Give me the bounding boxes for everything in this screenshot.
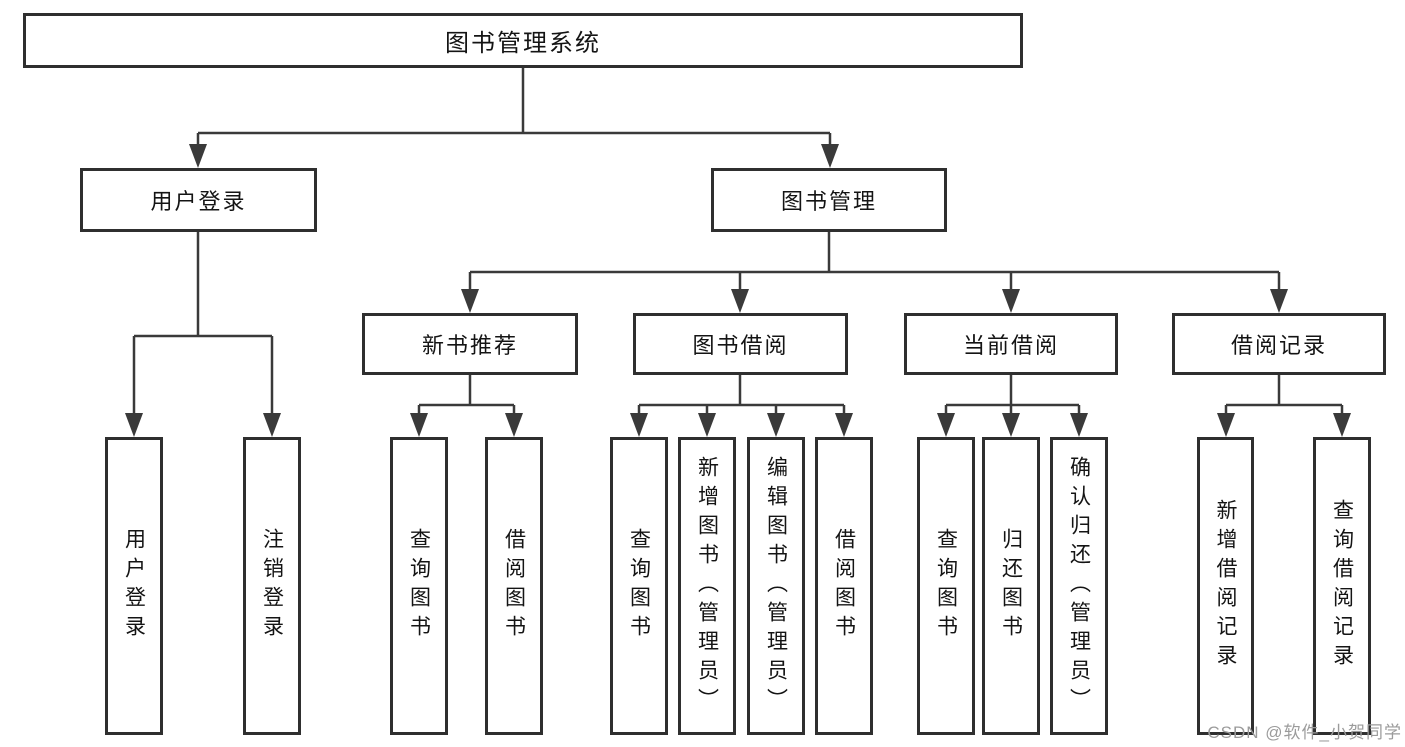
arrowhead-icon bbox=[767, 413, 785, 437]
arrowhead-icon bbox=[937, 413, 955, 437]
connector-new-book-to-leaves bbox=[410, 375, 523, 437]
connector-current-borrow-to-leaves bbox=[937, 375, 1088, 437]
arrowhead-icon bbox=[630, 413, 648, 437]
arrowhead-icon bbox=[1070, 413, 1088, 437]
leaf-edit-books-admin: 编辑图书（管理员） bbox=[747, 437, 805, 735]
leaf-query-books-current: 查询图书 bbox=[917, 437, 975, 735]
arrowhead-icon bbox=[1217, 413, 1235, 437]
connector-user-login-to-leaves bbox=[125, 232, 281, 437]
node-borrowing-records: 借阅记录 bbox=[1172, 313, 1386, 375]
node-current-borrowing: 当前借阅 bbox=[904, 313, 1118, 375]
arrowhead-icon bbox=[1270, 289, 1288, 313]
connector-borrow-records-to-leaves bbox=[1217, 375, 1351, 437]
leaf-query-borrow-record: 查询借阅记录 bbox=[1313, 437, 1371, 735]
leaf-borrow-books-recommend: 借阅图书 bbox=[485, 437, 543, 735]
connector-book-borrow-to-leaves bbox=[630, 375, 853, 437]
arrowhead-icon bbox=[1002, 289, 1020, 313]
arrowhead-icon bbox=[189, 144, 207, 168]
arrowhead-icon bbox=[461, 289, 479, 313]
node-root-library-system: 图书管理系统 bbox=[23, 13, 1023, 68]
arrowhead-icon bbox=[125, 413, 143, 437]
leaf-return-books: 归还图书 bbox=[982, 437, 1040, 735]
connector-book-mgmt-to-level3 bbox=[461, 232, 1288, 313]
watermark: CSDN @软件_小贺同学 bbox=[1207, 723, 1402, 742]
connector-root-to-level2 bbox=[189, 68, 839, 168]
node-user-login: 用户登录 bbox=[80, 168, 317, 232]
leaf-logout: 注销登录 bbox=[243, 437, 301, 735]
arrowhead-icon bbox=[1002, 413, 1020, 437]
arrowhead-icon bbox=[835, 413, 853, 437]
node-book-borrowing: 图书借阅 bbox=[633, 313, 848, 375]
leaf-confirm-return-admin: 确认归还（管理员） bbox=[1050, 437, 1108, 735]
leaf-add-borrow-record: 新增借阅记录 bbox=[1197, 437, 1254, 735]
arrowhead-icon bbox=[505, 413, 523, 437]
leaf-add-books-admin: 新增图书（管理员） bbox=[678, 437, 736, 735]
leaf-borrow-books: 借阅图书 bbox=[815, 437, 873, 735]
leaf-query-books-borrow: 查询图书 bbox=[610, 437, 668, 735]
leaf-user-login: 用户登录 bbox=[105, 437, 163, 735]
leaf-query-books-recommend: 查询图书 bbox=[390, 437, 448, 735]
node-new-book-recommend: 新书推荐 bbox=[362, 313, 578, 375]
arrowhead-icon bbox=[410, 413, 428, 437]
arrowhead-icon bbox=[698, 413, 716, 437]
arrowhead-icon bbox=[1333, 413, 1351, 437]
arrowhead-icon bbox=[263, 413, 281, 437]
node-book-management: 图书管理 bbox=[711, 168, 947, 232]
arrowhead-icon bbox=[731, 289, 749, 313]
arrowhead-icon bbox=[821, 144, 839, 168]
